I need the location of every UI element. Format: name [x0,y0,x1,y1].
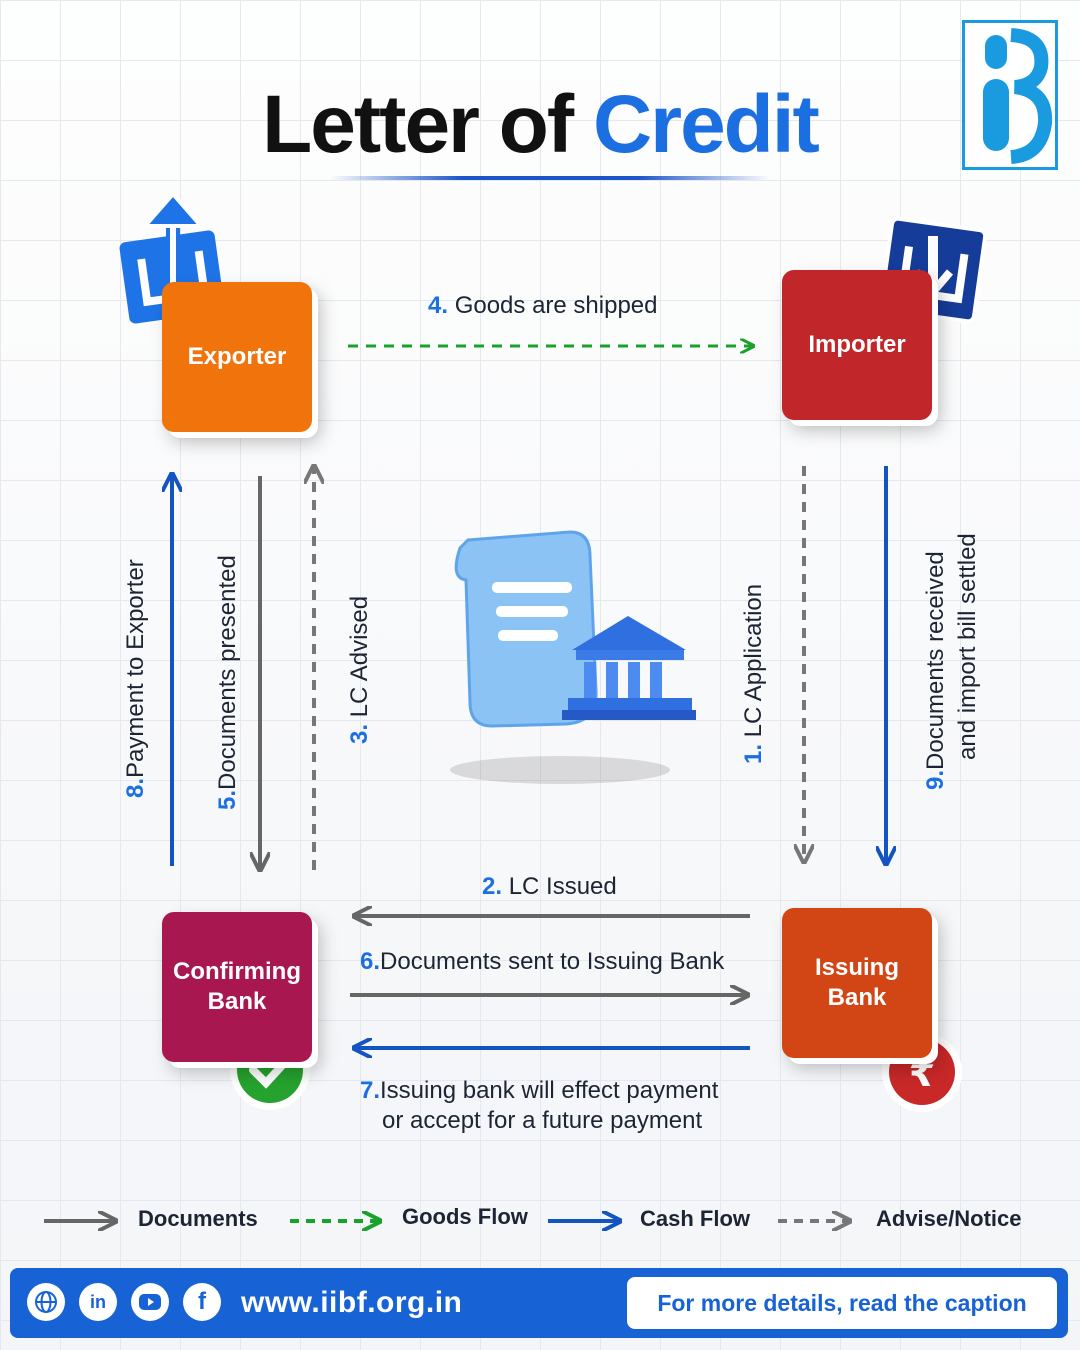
legend-documents: Documents [138,1206,258,1231]
step-8-label: 8.Payment to Exporter [122,559,149,798]
svg-text:₹: ₹ [909,1051,935,1095]
rupee-icon: ₹ [882,1032,962,1112]
document-bank-illustration [450,530,696,784]
title-underline [330,176,770,180]
exporter-label: Exporter [187,343,287,370]
iibf-logo [962,20,1058,170]
caption-cta: For more details, read the caption [627,1277,1057,1329]
legend-cash-flow: Cash Flow [640,1206,751,1231]
globe-icon[interactable] [27,1283,65,1321]
step-2-label: 2. LC Issued [482,873,617,900]
issuing-bank-label-1: Issuing [814,954,899,981]
youtube-icon[interactable] [131,1283,169,1321]
issuing-bank-label-2: Bank [827,984,887,1011]
step-6-label: 6.Documents sent to Issuing Bank [360,948,725,975]
confirming-bank-label-2: Bank [207,988,267,1015]
page-title: Letter of Credit [0,78,1080,172]
legend-goods-flow: Goods Flow [402,1204,528,1229]
step-4-label: 4. Goods are shipped [428,292,658,319]
confirming-bank-label-1: Confirming [173,958,301,985]
step-1-label: 1. LC Application [740,583,767,764]
title-part1: Letter of [262,79,574,170]
step-9-label: 9.Documents received and import bill set… [922,533,981,790]
step-5-label: 5.Documents presented [214,555,241,810]
step-3-label: 3. LC Advised [346,595,373,744]
legend-advise-notice: Advise/Notice [876,1206,1022,1231]
linkedin-icon[interactable]: in [79,1283,117,1321]
importer-node: Importer [782,270,932,420]
facebook-icon[interactable]: f [183,1283,221,1321]
website-link[interactable]: www.iibf.org.in [241,1286,463,1319]
step-7-label: 7.Issuing bank will effect payment or ac… [360,1077,719,1134]
importer-label: Importer [808,331,906,358]
exporter-node: Exporter [162,282,312,432]
title-part2: Credit [592,79,820,170]
